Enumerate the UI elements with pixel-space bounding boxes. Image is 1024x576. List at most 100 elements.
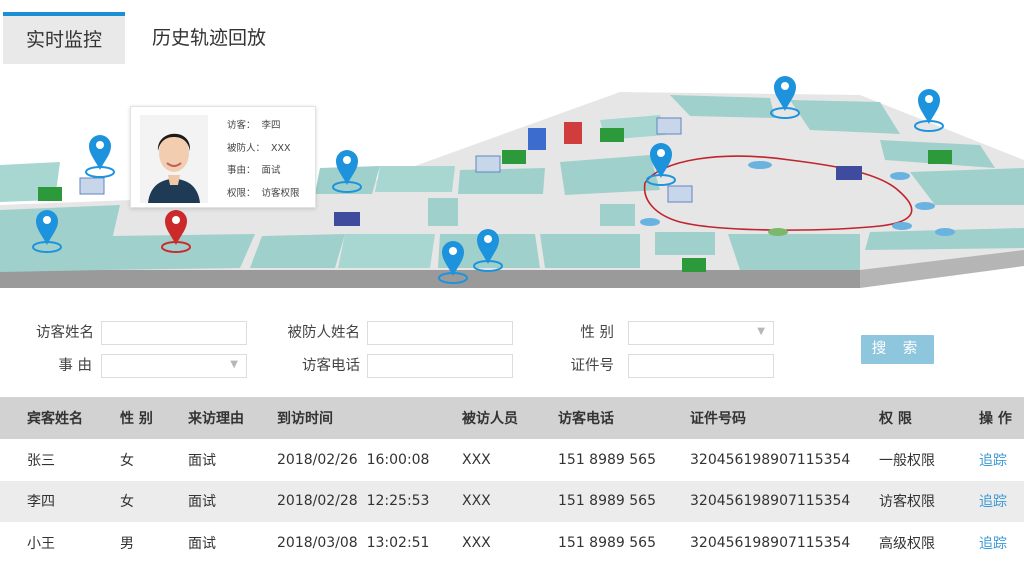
cell-host: XXX (462, 493, 491, 510)
location-pin-icon[interactable] (438, 241, 468, 284)
location-pin-icon[interactable] (646, 143, 676, 186)
cell-permission: 一般权限 (879, 452, 935, 469)
visitor-info-reason: 事由：面试 (227, 165, 281, 176)
cell-host: XXX (462, 534, 491, 551)
location-pin-icon[interactable] (914, 89, 944, 132)
elevator-icon (79, 177, 105, 195)
host-name-input[interactable] (367, 321, 513, 345)
elevator-icon (475, 155, 501, 173)
column-header-phone[interactable]: 访客电话 (558, 411, 614, 427)
chevron-down-icon: ▼ (757, 326, 765, 337)
cell-reason: 面试 (188, 535, 216, 552)
cell-name: 李四 (27, 494, 55, 511)
table-row[interactable]: 李四 女 面试 2018/02/28 12:25:53 XXX 151 8989… (0, 480, 1024, 522)
column-header-reason[interactable]: 来访理由 (188, 411, 244, 427)
cell-permission: 访客权限 (879, 494, 935, 511)
room (600, 204, 635, 226)
exit-icon (682, 258, 706, 272)
visitor-info-popup: 访客：李四 被防人：XXX 事由：面试 权限：访客权限 (130, 106, 316, 208)
column-header-host[interactable]: 被访人员 (462, 411, 518, 427)
exit-icon (928, 150, 952, 164)
reason-label: 事 由 (58, 358, 92, 374)
tab-bar: 实时监控 历史轨迹回放 (0, 0, 1024, 66)
escalator-icon (334, 212, 360, 226)
location-pin-icon[interactable] (85, 135, 115, 178)
column-header-permission[interactable]: 权 限 (879, 411, 912, 427)
visitor-name-input[interactable] (101, 321, 247, 345)
room (428, 198, 458, 226)
sensor-zone (915, 202, 935, 210)
table-row[interactable]: 张三 女 面试 2018/02/26 16:00:08 XXX 151 8989… (0, 439, 1024, 481)
cell-gender: 男 (120, 535, 134, 552)
selected-location-pin-icon[interactable] (161, 210, 191, 253)
room (865, 228, 1024, 250)
cell-reason: 面试 (188, 494, 216, 511)
cell-visit-time: 2018/03/08 13:02:51 (277, 534, 430, 551)
id-number-label: 证件号 (570, 358, 615, 374)
track-link[interactable]: 追踪 (979, 452, 1007, 469)
restroom-female-icon (564, 122, 582, 144)
location-pin-icon[interactable] (473, 229, 503, 272)
room (540, 234, 640, 268)
cell-name: 小王 (27, 535, 55, 552)
elevator-icon (667, 185, 693, 203)
cell-name: 张三 (27, 452, 55, 469)
column-header-name[interactable]: 宾客姓名 (27, 411, 83, 427)
phone-input[interactable] (367, 354, 513, 378)
cell-phone: 151 8989 565 (558, 451, 656, 468)
search-form: 访客姓名 被防人姓名 性 别 ▼ 事 由 ▼ 访客电话 证件号 (0, 318, 1024, 382)
table-row[interactable]: 小王 男 面试 2018/03/08 13:02:51 XXX 151 8989… (0, 522, 1024, 564)
cell-host: XXX (462, 451, 491, 468)
cell-permission: 高级权限 (879, 535, 935, 552)
elevator-icon (656, 117, 682, 135)
column-header-id-number[interactable]: 证件号码 (690, 411, 746, 427)
room (338, 234, 435, 268)
tab-history-playback[interactable]: 历史轨迹回放 (152, 27, 267, 49)
cell-phone: 151 8989 565 (558, 493, 656, 510)
column-header-action: 操 作 (979, 411, 1012, 427)
sensor-zone (640, 218, 660, 226)
id-number-input[interactable] (628, 354, 774, 378)
column-header-gender[interactable]: 性 别 (120, 411, 153, 427)
visitor-name-label: 访客姓名 (36, 325, 94, 341)
exit-icon (600, 128, 624, 142)
cell-phone: 151 8989 565 (558, 534, 656, 551)
tab-realtime-monitor[interactable]: 实时监控 (3, 12, 125, 64)
cell-id-number: 320456198907115354 (690, 493, 851, 510)
room (250, 234, 345, 268)
room (790, 100, 900, 134)
room (458, 168, 545, 194)
location-pin-icon[interactable] (32, 210, 62, 253)
room (655, 232, 715, 255)
floor-map[interactable] (0, 70, 1024, 295)
room (728, 234, 860, 270)
escalator-icon (836, 166, 862, 180)
reason-select[interactable]: ▼ (101, 354, 247, 378)
cell-gender: 女 (120, 494, 134, 511)
location-pin-icon[interactable] (770, 76, 800, 119)
track-link[interactable]: 追踪 (979, 535, 1007, 552)
gender-label: 性 别 (580, 325, 614, 341)
location-pin-icon[interactable] (332, 150, 362, 193)
table-header: 宾客姓名 性 别 来访理由 到访时间 被访人员 访客电话 证件号码 权 限 操 … (0, 397, 1024, 439)
sensor-zone (748, 161, 772, 169)
track-link[interactable]: 追踪 (979, 494, 1007, 511)
chevron-down-icon: ▼ (230, 359, 238, 370)
room (0, 205, 120, 272)
search-button[interactable]: 搜 索 (861, 335, 934, 364)
room (670, 95, 775, 118)
visitor-info-host: 被防人：XXX (227, 142, 291, 154)
map-base-shadow-right (860, 250, 1024, 288)
sensor-zone (890, 172, 910, 180)
cell-visit-time: 2018/02/26 16:00:08 (277, 451, 430, 468)
trajectory-path (643, 155, 913, 231)
sensor-zone (935, 228, 955, 236)
gender-select[interactable]: ▼ (628, 321, 774, 345)
visitor-info-permission: 权限：访客权限 (227, 187, 300, 199)
cell-reason: 面试 (188, 452, 216, 469)
column-header-visit-time[interactable]: 到访时间 (277, 411, 333, 427)
exit-icon (38, 187, 62, 201)
exit-icon (502, 150, 526, 164)
sensor-zone (768, 228, 788, 236)
room (560, 155, 660, 195)
